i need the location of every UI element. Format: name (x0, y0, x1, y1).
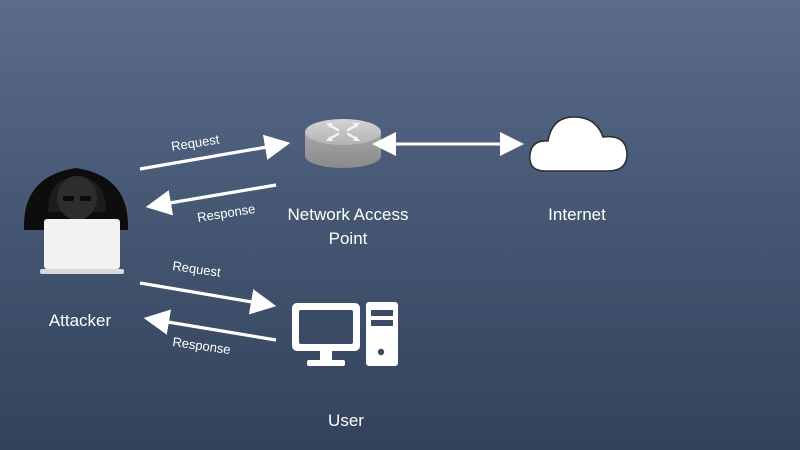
router-icon (305, 119, 381, 168)
desktop-computer-icon (292, 302, 398, 366)
request-arrow-top (139, 134, 291, 171)
response-arrow-top (145, 183, 277, 216)
user-label: User (328, 411, 364, 430)
request-arrow-bottom (139, 281, 277, 315)
access-point-label: Network Access Point (263, 203, 433, 251)
response-label-bottom: Response (172, 334, 232, 357)
response-label-top: Response (196, 201, 256, 225)
response-arrow-bottom (143, 309, 277, 342)
request-label-top: Request (170, 132, 221, 154)
access-point-label-line1: Network Access (287, 205, 409, 224)
cloud-icon (529, 116, 628, 172)
internet-label: Internet (548, 205, 606, 224)
attacker-label: Attacker (48, 311, 112, 330)
hacker-icon (23, 168, 129, 274)
request-label-bottom: Request (172, 258, 222, 280)
access-point-label-line2: Point (328, 229, 368, 248)
